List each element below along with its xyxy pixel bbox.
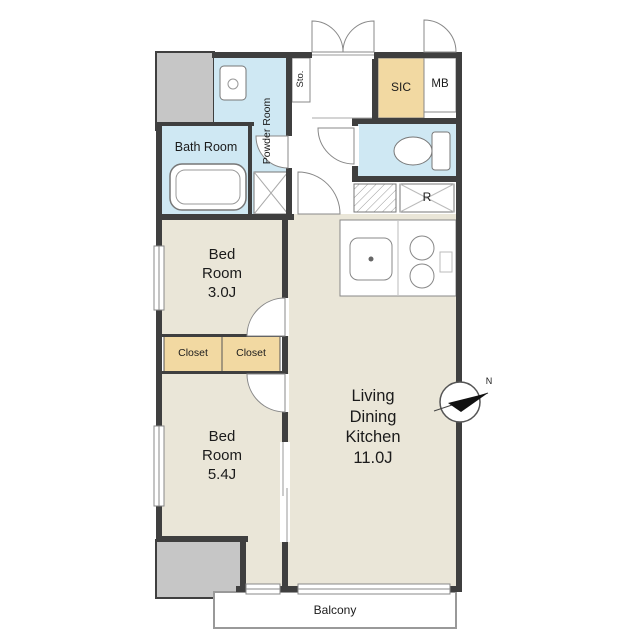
door-arcs	[246, 19, 457, 413]
wall-segment	[352, 176, 458, 182]
wall-segment	[156, 536, 248, 542]
compass-icon	[433, 381, 489, 423]
hall-door-arc	[297, 171, 341, 215]
bedroom5-door-arc	[246, 373, 286, 413]
closet-right-label: Closet	[236, 347, 266, 359]
wall-segment	[162, 334, 284, 337]
wall-segment	[286, 168, 292, 220]
closet-left-label: Closet	[178, 347, 208, 359]
powder-room-label: Powder Room	[261, 97, 273, 165]
toilet-door-arc	[317, 127, 355, 165]
windows	[153, 245, 451, 595]
meter-box-door-arc	[423, 19, 457, 53]
bath-room-label: Bath Room	[174, 140, 238, 154]
wall-segment	[248, 126, 252, 216]
meter-box-label: MB	[431, 78, 449, 90]
kitchen-counter-icon	[339, 219, 457, 297]
wall-segment	[156, 214, 294, 220]
entrance-door-arc	[311, 20, 344, 53]
bathtub-icon	[169, 163, 247, 211]
powder-room-door-arc	[255, 135, 289, 169]
wall-segment	[352, 118, 462, 124]
bedroom3-label: Bed Room 3.0J	[201, 246, 242, 301]
wall-segment	[282, 336, 288, 374]
toilet-icon	[393, 131, 451, 171]
wall-segment	[156, 124, 162, 542]
sic-label: SIC	[390, 80, 411, 94]
closet-right-area	[221, 335, 281, 373]
wall-segment	[282, 214, 288, 298]
sic-area	[377, 57, 425, 119]
wall-segment	[162, 371, 284, 374]
common-area-top-left	[155, 51, 215, 131]
balcony-label: Balcony	[313, 603, 357, 617]
sliding-door	[280, 442, 290, 542]
wall-segment	[372, 52, 378, 122]
compass-north-label: N	[485, 376, 493, 386]
balcony-area	[213, 591, 457, 629]
stove-burner-icon	[409, 235, 435, 261]
refrigerator-label: R	[422, 190, 432, 204]
refrigerator-space-icon	[399, 183, 455, 213]
stove-burner-icon	[409, 263, 435, 289]
vanity-sink-icon	[219, 65, 247, 101]
entrance-door-arc	[342, 20, 375, 53]
storage-label: Sto.	[295, 70, 306, 88]
wall-segment	[456, 52, 462, 592]
wall-segment	[240, 540, 246, 588]
washer-pan-icon	[253, 171, 289, 215]
bedroom5-extension-area	[246, 538, 282, 586]
wall-segment	[286, 52, 292, 136]
wall-segment	[156, 122, 254, 126]
closet-left-area	[163, 335, 223, 373]
kitchen-cabinet-icon	[353, 183, 397, 213]
bedroom5-label: Bed Room 5.4J	[201, 428, 242, 483]
common-area-bottom-left	[155, 539, 243, 599]
ldk-label: Living Dining Kitchen 11.0J	[345, 387, 401, 467]
bedroom3-door-arc	[246, 297, 286, 337]
